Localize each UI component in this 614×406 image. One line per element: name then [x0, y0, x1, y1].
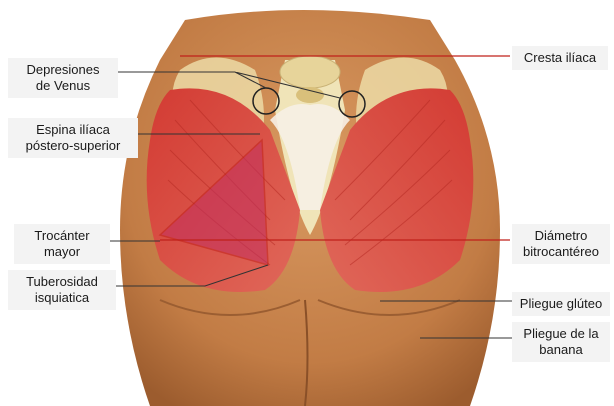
label-diametro-bitrocantereo: Diámetro bitrocantéreo	[512, 224, 610, 264]
label-cresta-iliaca: Cresta ilíaca	[512, 46, 608, 70]
label-pliegue-banana: Pliegue de la banana	[512, 322, 610, 362]
label-trocanter-mayor: Trocánter mayor	[14, 224, 110, 264]
lumbar-disc	[296, 87, 324, 103]
label-espina-iliaca: Espina ilíaca póstero-superior	[8, 118, 138, 158]
label-depresiones-venus: Depresiones de Venus	[8, 58, 118, 98]
label-tuberosidad-isquiatica: Tuberosidad isquiatica	[8, 270, 116, 310]
lumbar-vertebra	[280, 56, 340, 88]
label-pliegue-gluteo: Pliegue glúteo	[512, 292, 610, 316]
